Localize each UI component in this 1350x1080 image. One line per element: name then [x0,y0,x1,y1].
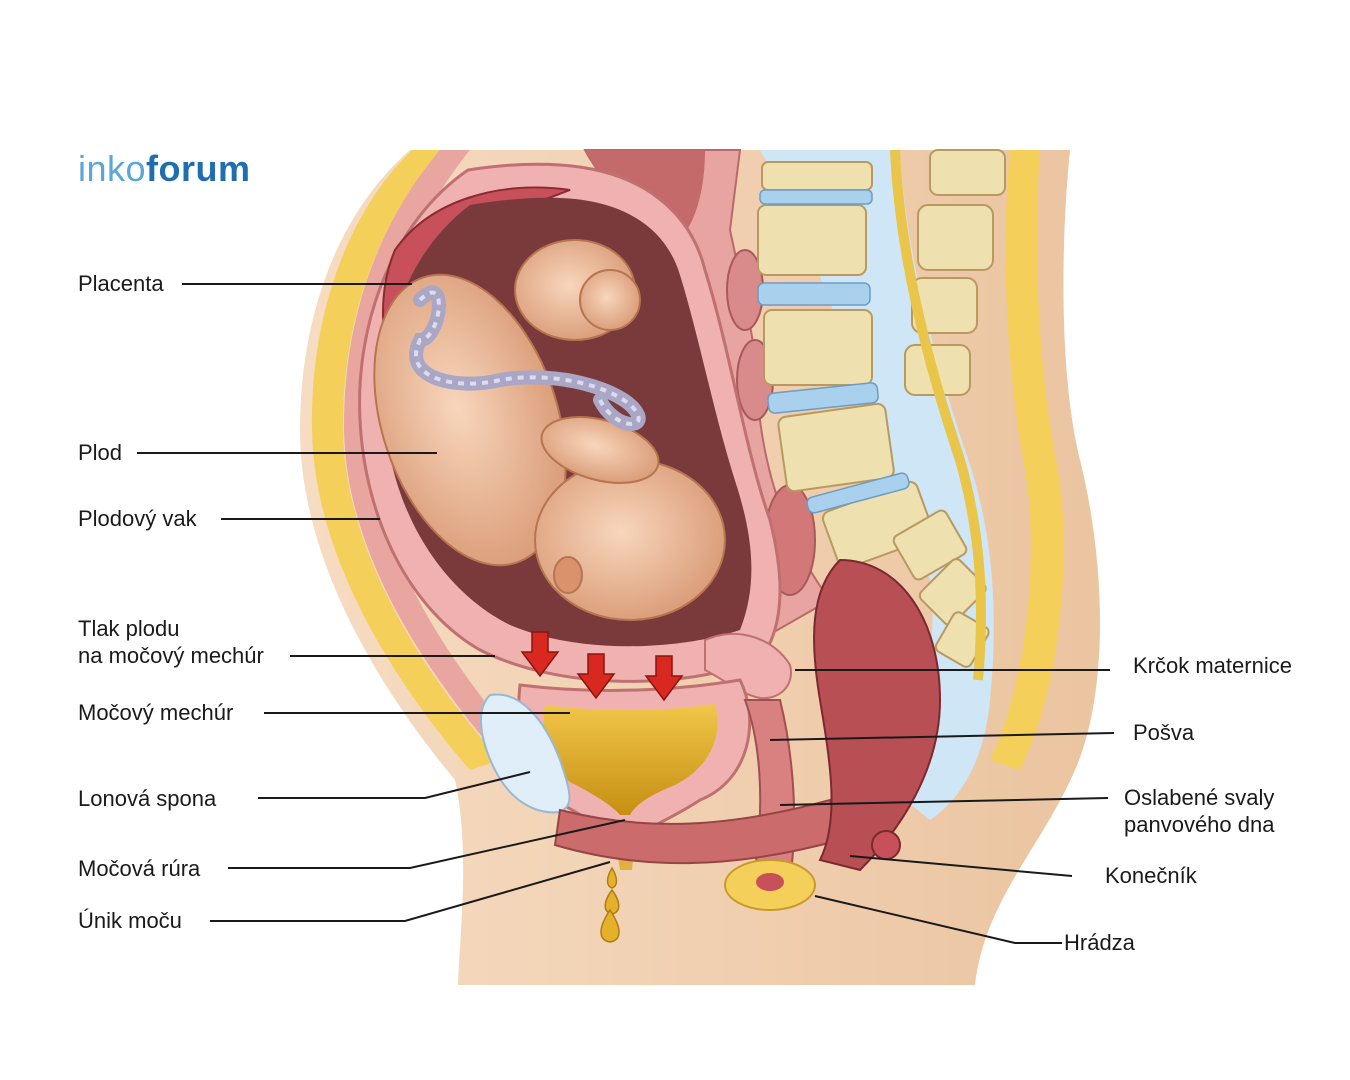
fat-layer-back [990,150,1064,770]
rectum-shape [813,558,942,872]
inkoforum-logo: inkoforum [78,148,251,190]
label-tlak-plodu: Tlak plodu na močový mechúr [78,616,264,668]
logo-part-2: forum [146,148,251,189]
label-posva: Pošva [1133,720,1195,745]
sphincter [871,830,901,860]
umbilical-cord-stripe [414,290,641,426]
label-placenta: Placenta [78,271,164,296]
label-mocova-rura: Močová rúra [78,856,201,881]
perineum-vessel [756,873,784,891]
label-lonova-spona: Lonová spona [78,786,217,811]
urine-drops [600,866,620,943]
label-plod: Plod [78,440,123,465]
logo-part-1: inko [78,148,147,189]
discs [757,189,910,514]
bladder-urine [543,704,718,815]
label-hradza: Hrádza [1064,930,1135,955]
fat-layer [311,150,500,770]
label-mocovy-mechur: Močový mechúr [78,700,234,725]
spinal-processes [904,149,1006,396]
label-oslabene-svaly: Oslabené svaly panvového dna [1124,785,1275,837]
label-unik-mocu: Únik moču [78,908,182,933]
label-plodovy-vak: Plodový vak [78,506,197,531]
label-krcok-maternice: Krčok maternice [1133,653,1292,678]
leader-lines [137,283,1115,944]
label-konecnik: Konečník [1105,863,1197,888]
pressure-arrows [520,631,684,702]
spinal-cord [890,149,986,681]
